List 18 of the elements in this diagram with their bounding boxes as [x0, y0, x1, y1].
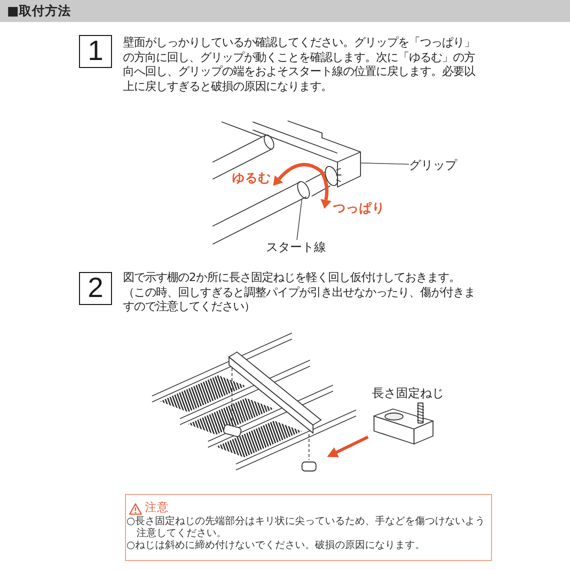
part-label: 長さ固定ねじ [372, 386, 444, 400]
leader-line [296, 198, 302, 240]
section-heading: ■取付方法 [0, 0, 570, 22]
instruction-text: 図で示す棚の2か所に長さ固定ねじを軽く回し仮付けしておきます。（この時、回しすぎると調整パイプが引き出せなかったり、傷が付きますので注意してください） [123, 271, 476, 315]
direction-label: つっぱり [333, 200, 385, 214]
caution-text: ○ねじは斜めに締め付けないでください。破損の原因になります。 [126, 540, 426, 552]
direction-label: ゆるむ [232, 170, 271, 184]
instruction-text: 壁面がしっかりしているか確認してください。グリップを「つっぱり」の方向に回し、グリップが動くことを確認します。次に「ゆるむ」の方向へ回し、グリップの端をおよそスタート線の位置に戻します。必要以上に戻しすぎると破損の原因になります。 [123, 36, 476, 94]
leader-line [360, 162, 410, 165]
caution-text: ○長さ固定ねじの先端部分はキリ状に尖っているため、手などを傷つけないよう注意してください。 [126, 516, 486, 540]
start-line-ring [296, 180, 310, 199]
part-label: グリップ [409, 158, 457, 172]
step-number-box: 1 [79, 35, 112, 68]
part-label: スタート線 [266, 240, 326, 255]
caution-box [125, 494, 492, 561]
step-number-box: 2 [79, 272, 112, 305]
grip-part [322, 137, 361, 188]
caution-heading: 注意 [145, 500, 169, 514]
